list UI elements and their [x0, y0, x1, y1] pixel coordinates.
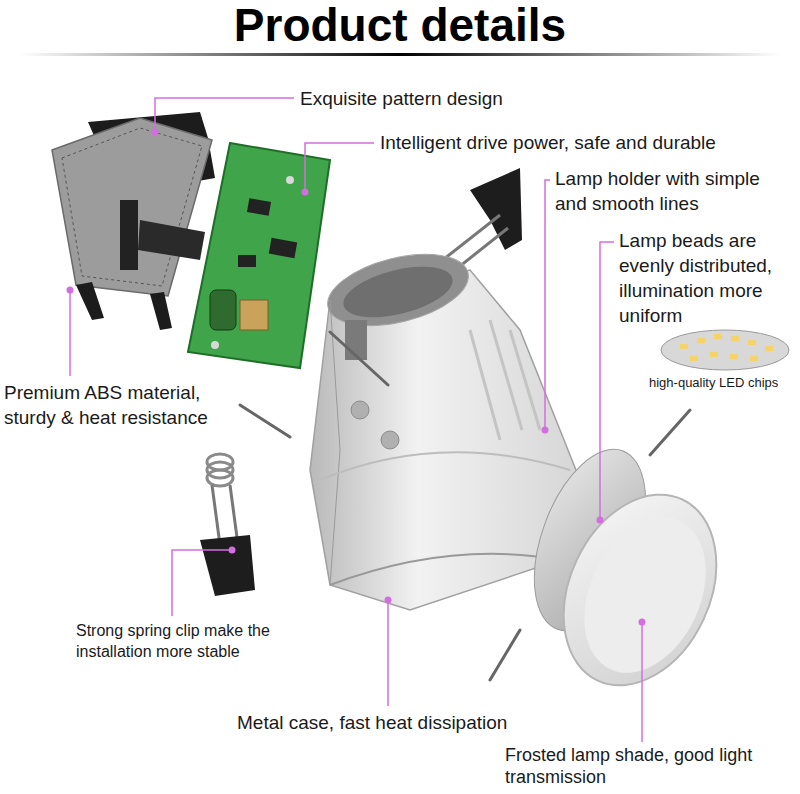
frosted-shade: [534, 470, 745, 710]
led-board: [661, 330, 789, 370]
page-title: Product details: [0, 0, 800, 51]
spring-clip: [200, 454, 255, 596]
callout-label: Frosted lamp shade, good light transmiss…: [505, 745, 797, 788]
title-rule: [20, 53, 780, 56]
callout-label: high-quality LED chips: [649, 374, 797, 391]
callout-label: Lamp holder with simple and smooth lines: [555, 166, 795, 216]
callout-label: Metal case, fast heat dissipation: [237, 710, 577, 735]
cover-plate: [52, 112, 215, 330]
callout-label: Exquisite pattern design: [300, 86, 560, 111]
callout-label: Strong spring clip make the installation…: [76, 620, 346, 662]
callout-label: Premium ABS material, sturdy & heat resi…: [4, 380, 249, 430]
driver-board: [188, 143, 330, 368]
callout-label: Intelligent drive power, safe and durabl…: [380, 130, 780, 155]
callout-label: Lamp beads are evenly distributed, illum…: [619, 228, 797, 328]
